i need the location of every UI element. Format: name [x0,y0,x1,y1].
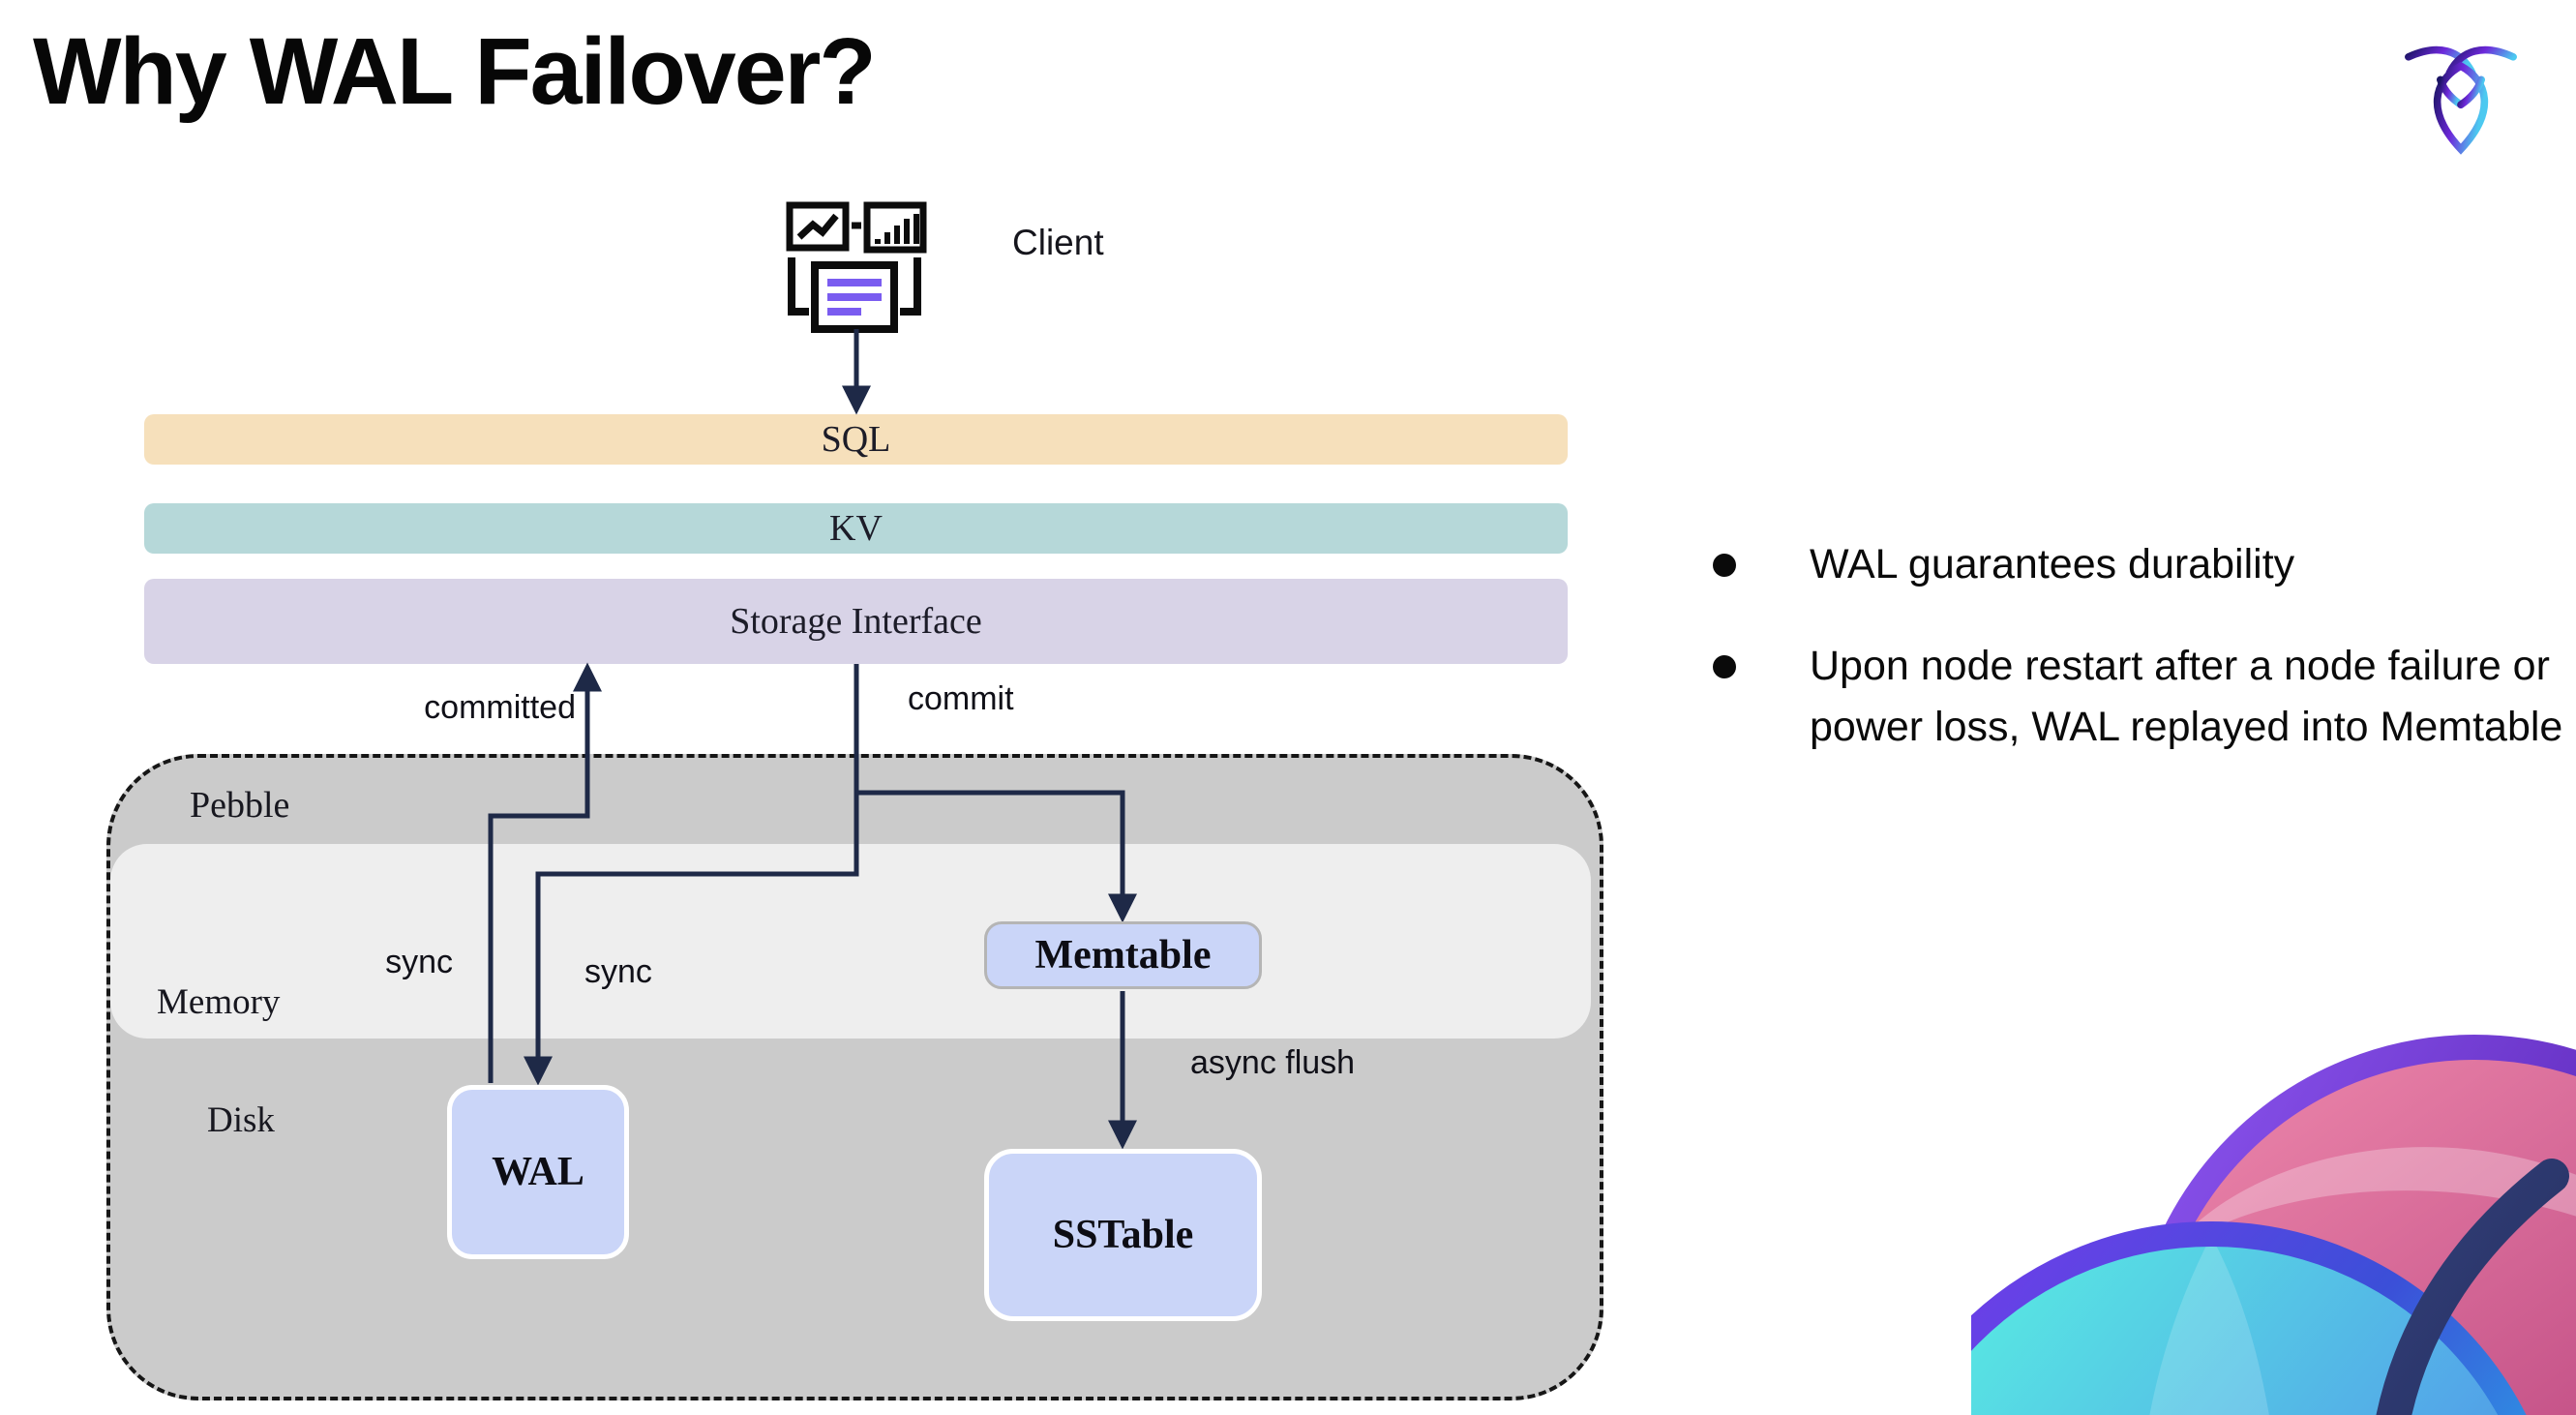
memory-zone [110,844,1591,1039]
slide-title: Why WAL Failover? [33,18,877,124]
bullet-list: WAL guarantees durability Upon node rest… [1713,534,2564,798]
pebble-label: Pebble [190,785,290,826]
edge-label-sync-left: sync [385,944,453,980]
node-sstable-label: SSTable [1052,1213,1194,1257]
bullet-text: WAL guarantees durability [1810,541,2295,587]
memory-zone-label: Memory [157,982,281,1022]
node-wal-label: WAL [492,1150,584,1194]
bullet-item: WAL guarantees durability [1713,534,2564,595]
node-memtable-label: Memtable [1034,933,1212,978]
client-label: Client [1012,223,1104,262]
brand-decoration-graphic [1971,1035,2576,1415]
node-wal: WAL [447,1085,629,1259]
bullet-dot-icon [1713,655,1736,678]
layer-sql: SQL [144,414,1568,465]
client-icon [786,201,927,333]
layer-storage-interface-label: Storage Interface [730,601,982,642]
node-memtable: Memtable [984,921,1262,989]
layer-sql-label: SQL [821,419,891,460]
bullet-dot-icon [1713,554,1736,577]
layer-storage-interface: Storage Interface [144,579,1568,664]
edge-label-commit: commit [908,680,1014,717]
edge-label-committed: committed [424,689,576,726]
bullet-text: Upon node restart after a node failure o… [1810,643,2563,750]
edge-label-sync-right: sync [584,953,652,990]
node-sstable: SSTable [984,1149,1262,1321]
layer-kv-label: KV [829,508,883,549]
edge-label-async-flush: async flush [1190,1044,1356,1081]
layer-kv: KV [144,503,1568,554]
cockroachdb-logo-icon [2405,45,2517,155]
disk-zone-label: Disk [207,1100,275,1140]
bullet-item: Upon node restart after a node failure o… [1713,636,2564,758]
